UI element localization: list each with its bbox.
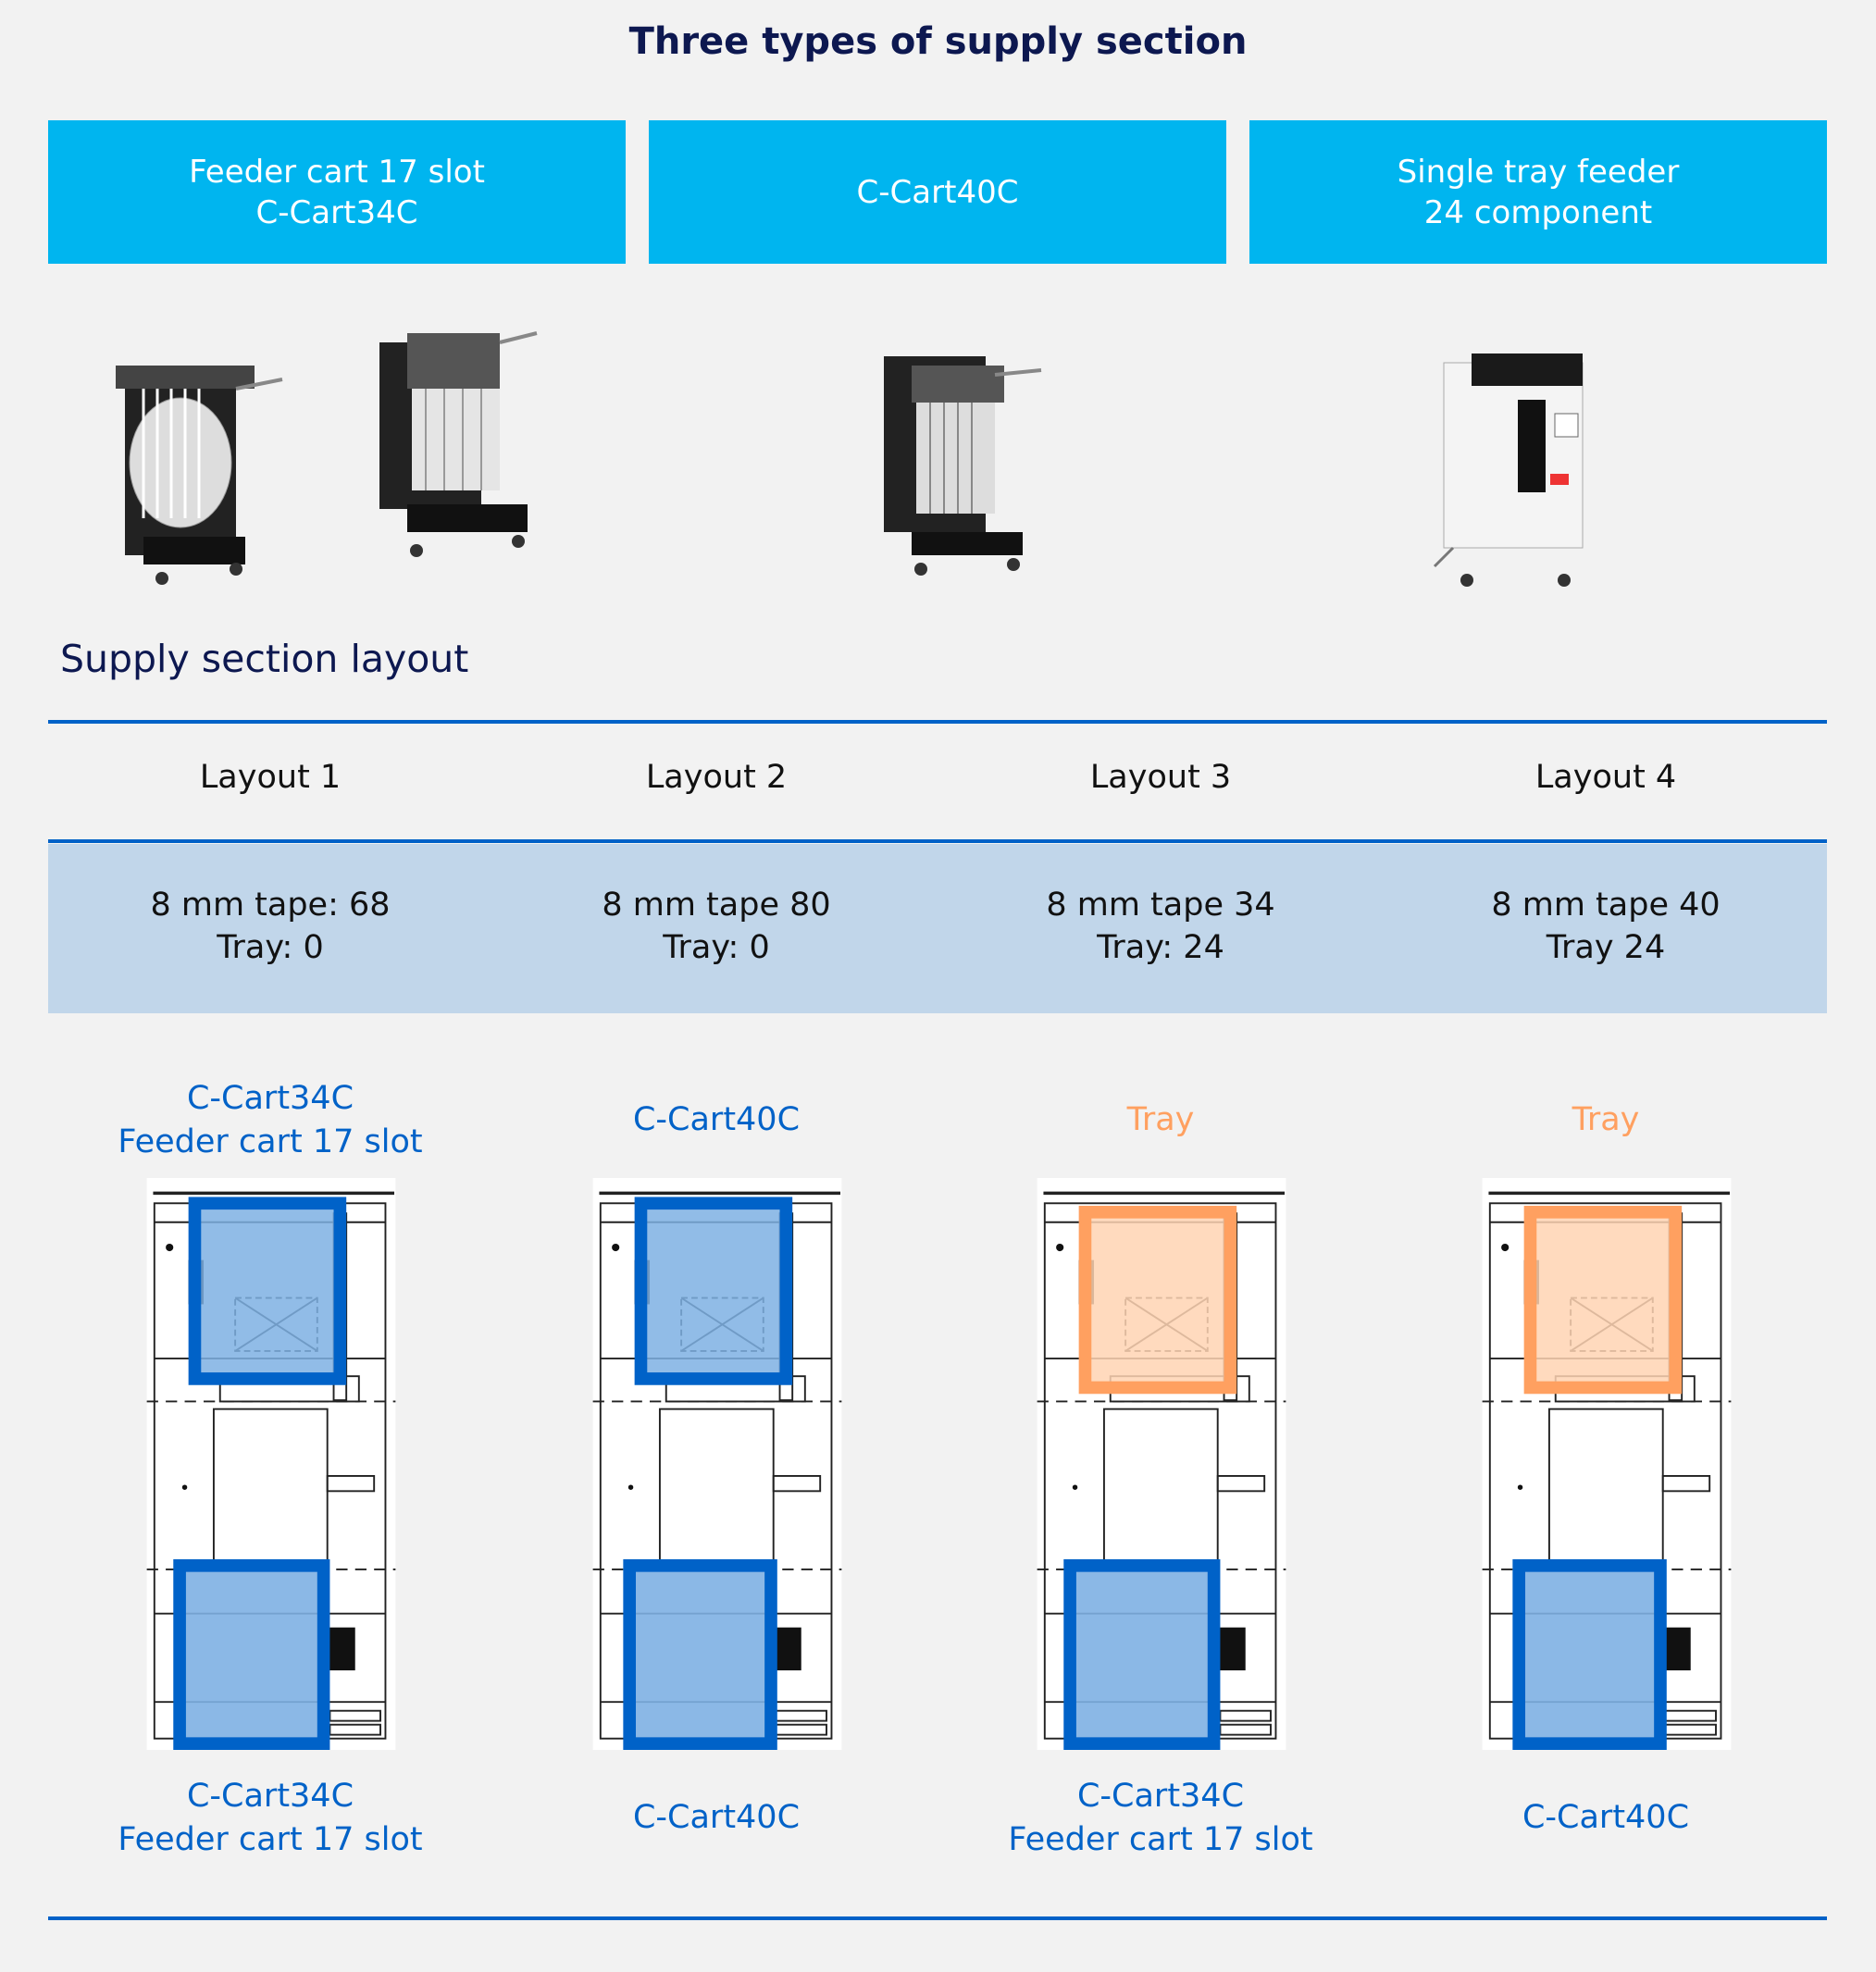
layout-diagram — [1037, 1178, 1286, 1750]
c-cart40c-photo — [884, 356, 1042, 576]
layout-capacity: 8 mm tape 40 Tray 24 — [1384, 884, 1828, 969]
bottom-unit-highlight — [623, 1559, 777, 1750]
bottom-unit-label: C-Cart34C Feeder cart 17 slot — [938, 1775, 1383, 1862]
tray-count: Tray: 24 — [1097, 929, 1224, 966]
top-unit-name: Tray — [1126, 1101, 1195, 1138]
bottom-unit-desc: Feeder cart 17 slot — [1008, 1821, 1313, 1858]
top-unit-highlight — [188, 1197, 347, 1385]
supply-type-tray-feeder: Single tray feeder 24 component — [1249, 120, 1827, 264]
top-unit-label: C-Cart40C — [494, 1098, 938, 1142]
tray-count: Tray: 0 — [663, 929, 770, 966]
supply-type-line: Feeder cart 17 slot — [189, 153, 485, 191]
supply-type-line: 24 component — [1423, 193, 1653, 231]
bottom-unit-desc: Feeder cart 17 slot — [118, 1821, 423, 1858]
page-title: Three types of supply section — [628, 20, 1248, 63]
divider — [48, 1916, 1827, 1920]
layout-capacity: 8 mm tape: 68 Tray: 0 — [48, 884, 492, 969]
top-unit-name: C-Cart40C — [632, 1101, 801, 1138]
divider — [48, 720, 1827, 724]
tape-count: 8 mm tape 40 — [1491, 887, 1721, 924]
bottom-unit-highlight — [173, 1559, 330, 1750]
bottom-unit-label: C-Cart34C Feeder cart 17 slot — [48, 1775, 492, 1862]
connector-block — [1216, 1627, 1246, 1671]
top-unit-label: C-Cart34C Feeder cart 17 slot — [48, 1077, 492, 1164]
top-unit-highlight — [1523, 1206, 1683, 1395]
feeder-cart-photo — [116, 366, 283, 585]
bottom-unit-name: C-Cart40C — [632, 1799, 801, 1836]
layout-capacity: 8 mm tape 34 Tray: 24 — [938, 884, 1383, 969]
layout-header: Layout 3 — [1089, 759, 1232, 796]
tray-feeder-photo — [1433, 353, 1584, 587]
capacity-band — [48, 844, 1827, 1013]
tape-count: 8 mm tape 80 — [602, 887, 831, 924]
supply-type-line: C-Cart34C — [255, 193, 418, 231]
top-unit-name: C-Cart34C — [186, 1080, 354, 1117]
divider — [48, 839, 1827, 843]
top-unit-label: Tray — [938, 1098, 1383, 1142]
layout-diagram — [592, 1178, 842, 1750]
feeder-cart-photo-2 — [379, 331, 538, 557]
bottom-unit-name: C-Cart34C — [1076, 1778, 1245, 1815]
section-subtitle: Supply section layout — [60, 637, 469, 681]
supply-type-c-cart40c: C-Cart40C — [649, 120, 1226, 264]
top-unit-desc: Feeder cart 17 slot — [118, 1123, 423, 1160]
supply-type-line: Single tray feeder — [1397, 153, 1680, 191]
layout-header: Layout 1 — [199, 759, 342, 796]
bottom-unit-highlight — [1512, 1559, 1667, 1750]
top-unit-label: Tray — [1384, 1098, 1828, 1142]
supply-type-line: C-Cart40C — [856, 173, 1019, 211]
layout-diagram — [146, 1178, 396, 1750]
tape-count: 8 mm tape 34 — [1046, 887, 1275, 924]
tray-count: Tray 24 — [1546, 929, 1666, 966]
bottom-unit-name: C-Cart40C — [1522, 1799, 1690, 1836]
tape-count: 8 mm tape: 68 — [150, 887, 391, 924]
bottom-unit-label: C-Cart40C — [494, 1796, 938, 1840]
bottom-unit-name: C-Cart34C — [186, 1778, 354, 1815]
top-unit-highlight — [1078, 1206, 1237, 1395]
top-unit-highlight — [634, 1197, 793, 1385]
layout-diagram — [1482, 1178, 1732, 1750]
layout-header: Layout 4 — [1534, 759, 1677, 796]
layout-header: Layout 2 — [645, 759, 788, 796]
bottom-unit-highlight — [1063, 1559, 1221, 1750]
connector-block — [326, 1627, 355, 1671]
top-unit-name: Tray — [1572, 1101, 1640, 1138]
layout-capacity: 8 mm tape 80 Tray: 0 — [494, 884, 938, 969]
tray-count: Tray: 0 — [217, 929, 324, 966]
supply-type-feeder-cart: Feeder cart 17 slot C-Cart34C — [48, 120, 626, 264]
bottom-unit-label: C-Cart40C — [1384, 1796, 1828, 1840]
